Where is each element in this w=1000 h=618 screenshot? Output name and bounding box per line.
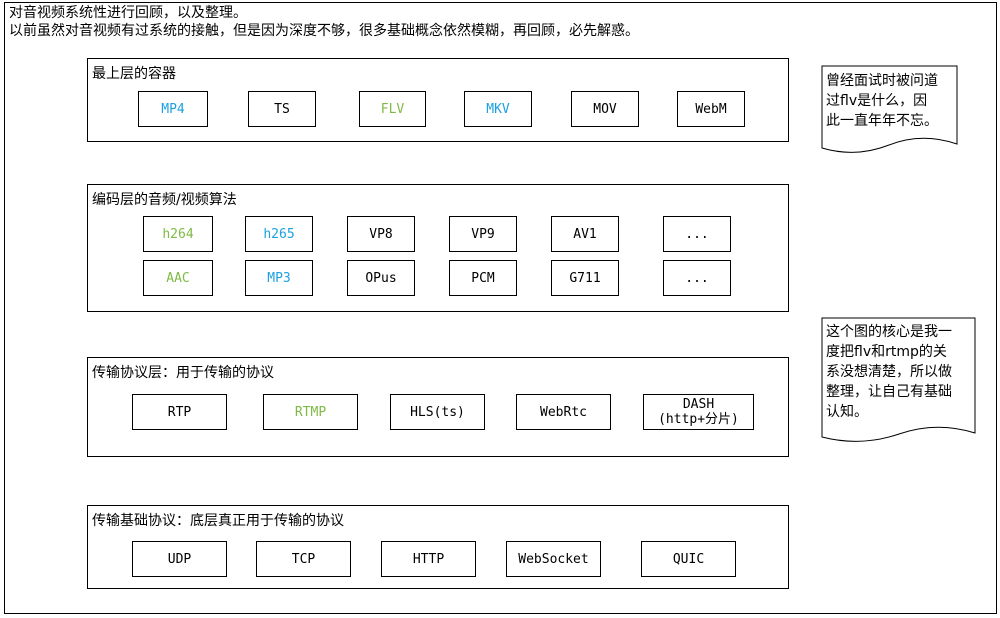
codec-g711: G711 — [551, 260, 619, 296]
intro-text: 对音视频系统性进行回顾，以及整理。 以前虽然对音视频有过系统的接触，但是因为深度… — [9, 4, 639, 40]
note-text-1: 曾经面试时被问道 过flv是什么，因 此一直年年不忘。 — [826, 71, 938, 131]
container-mkv: MKV — [464, 91, 532, 127]
note-shape-1 — [821, 65, 958, 153]
container-ts: TS — [248, 91, 316, 127]
note-1-line: 此一直年年不忘。 — [826, 113, 938, 129]
container-webm: WebM — [677, 91, 745, 127]
container-mp4: MP4 — [138, 91, 208, 127]
codec-av1: AV1 — [551, 216, 619, 252]
protocol-dash: DASH (http+分片) — [643, 394, 754, 430]
intro-line-2: 以前虽然对音视频有过系统的接触，但是因为深度不够，很多基础概念依然模糊，再回顾，… — [9, 23, 639, 39]
note-text-2: 这个图的核心是我一 度把flv和rtmp的关 系没想清楚，所以做 整理，让自己有… — [826, 322, 952, 422]
transport-udp: UDP — [132, 541, 227, 577]
protocol-rtmp: RTMP — [263, 394, 358, 430]
protocol-dash-sublabel: (http+分片) — [658, 412, 739, 427]
codec-pcm: PCM — [449, 260, 517, 296]
codec-mp3: MP3 — [245, 260, 313, 296]
note-1-line: 曾经面试时被问道 — [826, 73, 938, 89]
codec-h264: h264 — [143, 216, 213, 252]
codec-vp9: VP9 — [449, 216, 517, 252]
codec-aac: AAC — [143, 260, 213, 296]
protocol-rtp: RTP — [132, 394, 227, 430]
container-layer-title: 最上层的容器 — [92, 66, 176, 82]
codec-more-video: ... — [663, 216, 731, 252]
container-mov: MOV — [571, 91, 639, 127]
protocol-webrtc: WebRtc — [516, 394, 611, 430]
codec-vp8: VP8 — [347, 216, 415, 252]
note-2-line: 整理，让自己有基础 — [826, 384, 952, 400]
protocol-dash-label: DASH — [682, 397, 715, 412]
note-shape-2 — [821, 317, 976, 442]
outer-frame — [4, 2, 997, 614]
transport-protocol-layer-title: 传输协议层：用于传输的协议 — [92, 365, 274, 381]
intro-line-1: 对音视频系统性进行回顾，以及整理。 — [9, 5, 247, 21]
note-2-line: 度把flv和rtmp的关 — [826, 344, 947, 360]
codec-more-audio: ... — [663, 260, 731, 296]
note-1-line: 过flv是什么，因 — [826, 93, 928, 109]
transport-http: HTTP — [381, 541, 476, 577]
container-flv: FLV — [359, 91, 426, 127]
transport-websocket: WebSocket — [506, 541, 601, 577]
transport-quic: QUIC — [641, 541, 736, 577]
transport-tcp: TCP — [256, 541, 351, 577]
base-transport-layer-title: 传输基础协议：底层真正用于传输的协议 — [92, 513, 344, 529]
codec-h265: h265 — [245, 216, 313, 252]
protocol-hls: HLS(ts) — [390, 394, 485, 430]
codec-opus: OPus — [347, 260, 415, 296]
note-2-line: 这个图的核心是我一 — [826, 324, 952, 340]
codec-layer-title: 编码层的音频/视频算法 — [92, 192, 237, 208]
note-2-line: 系没想清楚，所以做 — [826, 364, 952, 380]
note-2-line: 认知。 — [826, 404, 868, 420]
